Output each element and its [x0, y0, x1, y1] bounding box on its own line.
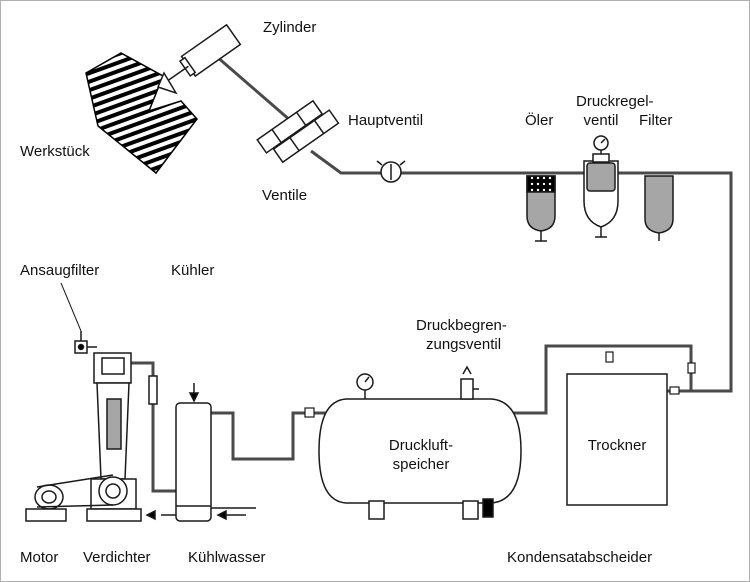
intake-filter [74, 331, 97, 354]
label-zylinder: Zylinder [263, 19, 317, 36]
valves [256, 99, 340, 164]
leader-lines [60, 282, 82, 332]
label-ansaugfilter: Ansaugfilter [20, 262, 100, 279]
compressor-pipe-fitting [148, 375, 158, 405]
cooling-water-flow [145, 507, 256, 521]
filter [644, 175, 674, 241]
dryer-check-valves [605, 351, 696, 395]
motor [25, 474, 114, 522]
label-werkstueck: Werkstück [20, 143, 90, 160]
label-druckregelventil-line2: ventil [583, 112, 619, 129]
label-druckbegrenzungsventil-line1: Druckbegren- [416, 317, 507, 334]
label-kuehlwasser: Kühlwasser [188, 549, 266, 566]
label-druckbegrenzungsventil-line2: zungsventil [426, 336, 502, 353]
main-valve [376, 160, 406, 183]
air-receiver-tank [318, 365, 522, 520]
cooler [175, 383, 212, 522]
dryer [566, 373, 668, 506]
label-motor: Motor [20, 549, 59, 566]
tank-inlet-valve [304, 407, 315, 418]
label-filter: Filter [639, 112, 673, 129]
pressure-regulator [583, 135, 619, 238]
label-verdichter: Verdichter [83, 549, 151, 566]
compressor [86, 352, 142, 522]
label-trockner: Trockner [587, 437, 647, 454]
workpiece [85, 52, 198, 175]
lubricator [526, 175, 556, 242]
compressed-air-pipes [131, 54, 733, 493]
label-druckluftspeicher-line1: Druckluft- [388, 437, 454, 454]
label-druckregelventil-line1: Druckregel- [576, 93, 654, 110]
label-kondensatabscheider: Kondensatabscheider [507, 549, 653, 566]
label-oeler: Öler [525, 112, 554, 129]
label-kuehler: Kühler [171, 262, 215, 279]
label-ventile: Ventile [262, 187, 308, 204]
label-hauptventil: Hauptventil [348, 112, 424, 129]
label-druckluftspeicher-line2: speicher [392, 456, 450, 473]
cylinder [156, 23, 242, 95]
